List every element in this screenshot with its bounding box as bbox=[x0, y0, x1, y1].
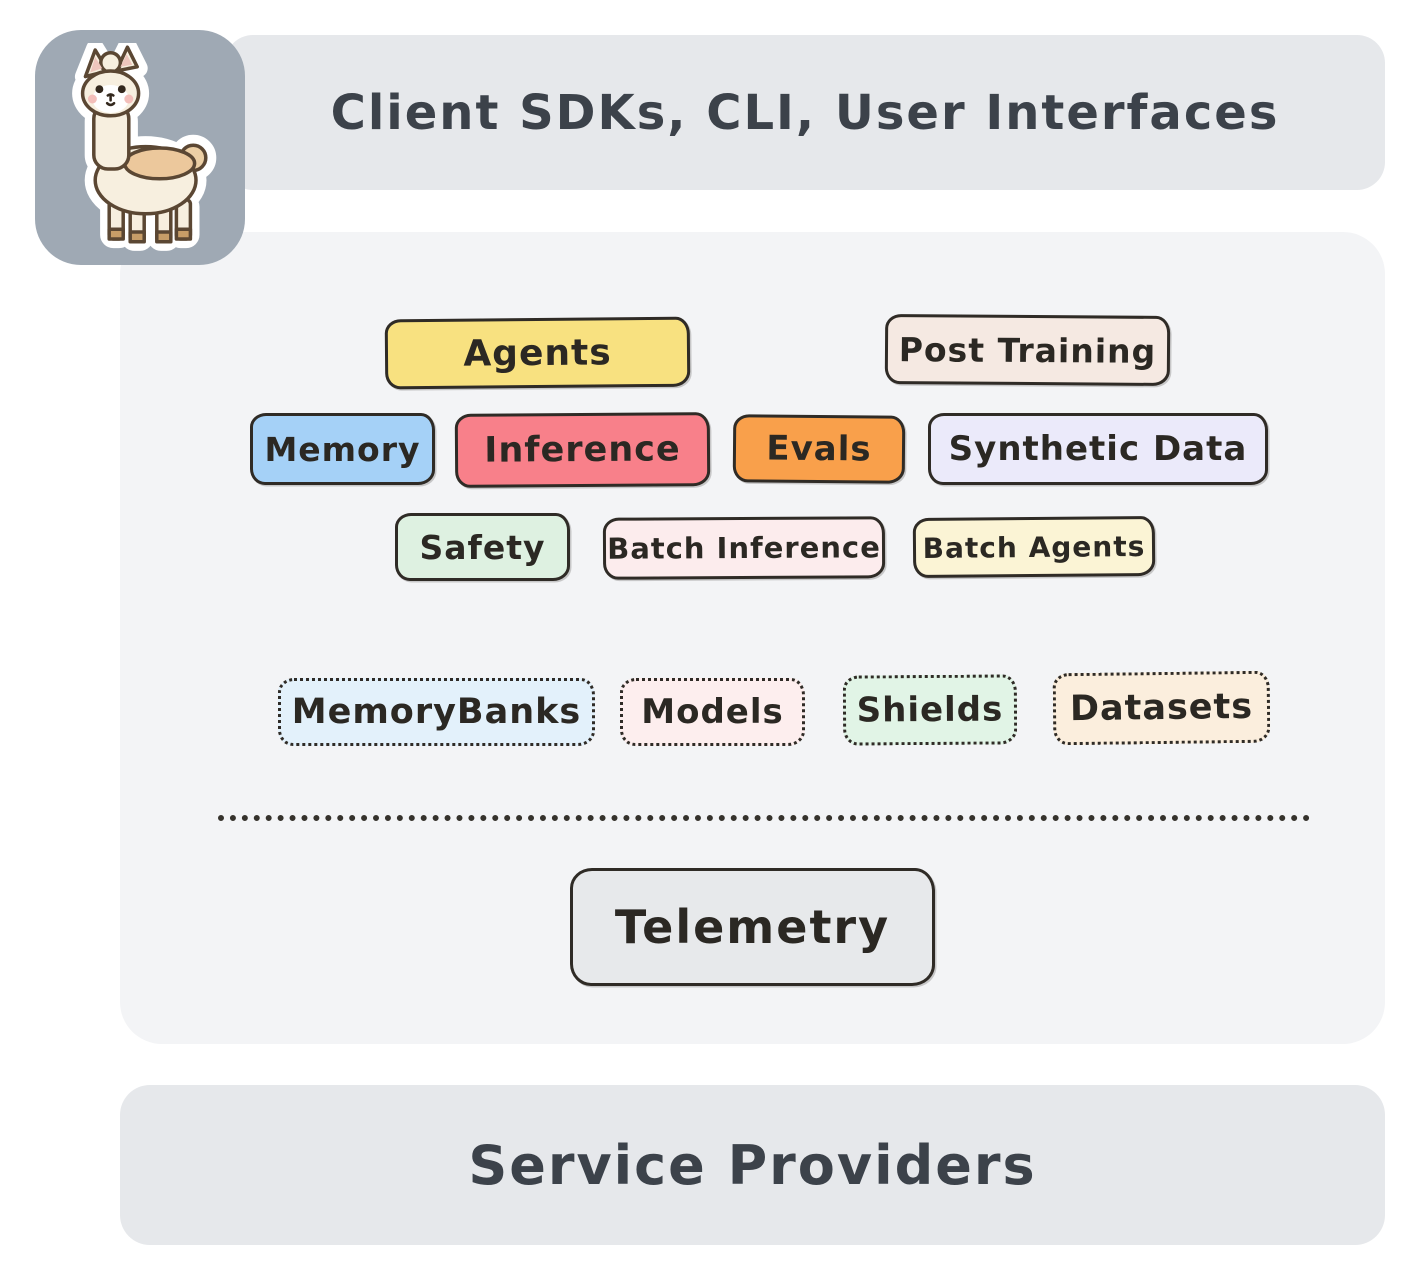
api-box-post-training-label: Post Training bbox=[898, 329, 1157, 371]
resource-box-models-label: Models bbox=[641, 692, 784, 732]
llama-logo-tile bbox=[35, 30, 245, 265]
service-providers-bar: Service Providers bbox=[120, 1085, 1385, 1245]
api-box-memory-label: Memory bbox=[264, 429, 421, 469]
dotted-divider bbox=[218, 815, 1310, 821]
api-box-synthetic-data-label: Synthetic Data bbox=[948, 429, 1248, 469]
telemetry-box-label: Telemetry bbox=[614, 900, 891, 954]
api-box-evals: Evals bbox=[732, 414, 906, 484]
resource-box-memorybanks: MemoryBanks bbox=[278, 678, 595, 746]
api-box-evals-label: Evals bbox=[766, 428, 872, 470]
api-box-synthetic-data: Synthetic Data bbox=[928, 413, 1268, 485]
resource-box-datasets: Datasets bbox=[1052, 670, 1271, 746]
client-sdk-bar: Client SDKs, CLI, User Interfaces bbox=[225, 35, 1385, 190]
resource-box-shields-label: Shields bbox=[856, 689, 1004, 731]
telemetry-box: Telemetry bbox=[570, 868, 935, 986]
api-box-safety-label: Safety bbox=[419, 527, 546, 567]
resource-box-shields: Shields bbox=[842, 674, 1018, 746]
api-box-batch-inference-label: Batch Inference bbox=[607, 530, 881, 566]
api-box-batch-agents-label: Batch Agents bbox=[922, 529, 1146, 565]
client-sdk-bar-label: Client SDKs, CLI, User Interfaces bbox=[330, 84, 1280, 141]
llama-mascot-icon bbox=[72, 42, 217, 251]
api-box-memory: Memory bbox=[250, 413, 435, 485]
api-box-safety: Safety bbox=[395, 513, 570, 581]
api-box-post-training: Post Training bbox=[884, 314, 1171, 386]
api-box-inference: Inference bbox=[454, 412, 711, 488]
api-box-agents-label: Agents bbox=[463, 331, 612, 375]
resource-box-memorybanks-label: MemoryBanks bbox=[291, 692, 582, 732]
resource-box-models: Models bbox=[620, 678, 805, 746]
api-box-agents: Agents bbox=[384, 316, 691, 390]
api-box-inference-label: Inference bbox=[484, 429, 681, 471]
api-box-batch-inference: Batch Inference bbox=[602, 516, 886, 580]
api-box-batch-agents: Batch Agents bbox=[912, 515, 1156, 579]
service-providers-bar-label: Service Providers bbox=[468, 1133, 1037, 1197]
resource-box-datasets-label: Datasets bbox=[1069, 686, 1254, 730]
